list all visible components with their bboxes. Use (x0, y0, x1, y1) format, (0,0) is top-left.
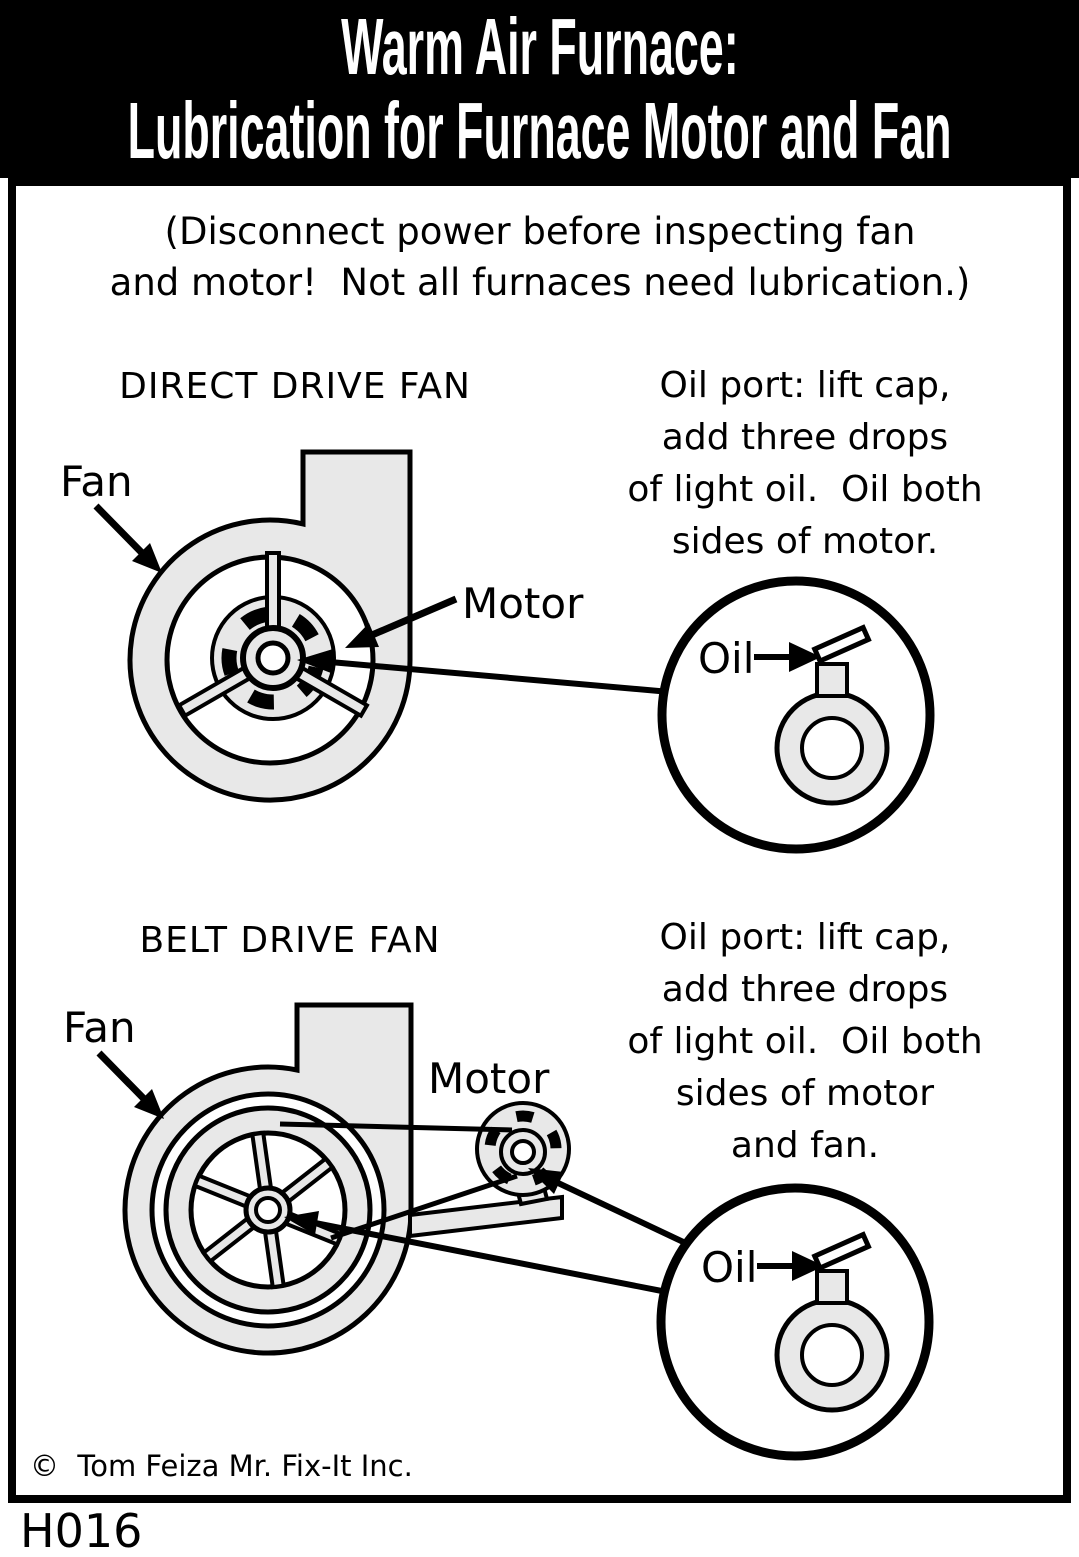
bd-fan-arrow (96, 1050, 164, 1119)
bd-fan-hub-center (254, 1196, 282, 1224)
direct-drive-fan-label: Fan (60, 457, 133, 506)
direct-drive-diagram (93, 449, 935, 854)
belt-drive-fan-label: Fan (63, 1003, 136, 1052)
dd-fan-arrow (93, 503, 162, 573)
belt-drive-heading: BELT DRIVE FAN (139, 920, 441, 961)
direct-drive-oil-label: Oil (698, 634, 755, 683)
header-title-line2: Lubrication for Furnace Motor and Fan (127, 86, 952, 175)
dd-oil-port-bearing (800, 716, 864, 780)
dd-oil-arrow (754, 642, 821, 672)
dd-motor-arrow (345, 595, 458, 648)
belt-drive-motor-label: Motor (428, 1054, 550, 1103)
bd-oil-pointer-motor (528, 1168, 698, 1251)
bd-oil-port-cap (811, 1231, 872, 1272)
copyright-notice: © Tom Feiza Mr. Fix-It Inc. (30, 1449, 413, 1483)
direct-drive-instructions: Oil port: lift cap, add three drops of l… (627, 365, 983, 562)
bd-oil-arrow (757, 1251, 824, 1281)
dd-oil-port-cap (811, 624, 872, 665)
belt-drive-diagram (96, 1002, 934, 1461)
dd-oil-port-stub (815, 662, 849, 698)
belt-drive-oil-label: Oil (701, 1243, 758, 1292)
warning-text: (Disconnect power before inspecting fan … (109, 210, 971, 304)
bd-motor-bracket (408, 1194, 564, 1239)
belt-drive-instructions: Oil port: lift cap, add three drops of l… (627, 917, 983, 1166)
bd-oil-port-bearing (800, 1323, 864, 1387)
dd-motor-vents (221, 606, 325, 710)
header-title-line1: Warm Air Furnace: (340, 2, 739, 91)
dd-oil-pointer-line (297, 649, 671, 695)
direct-drive-motor-label: Motor (462, 579, 584, 628)
direct-drive-heading: DIRECT DRIVE FAN (119, 366, 471, 407)
document-code: H016 (20, 1504, 143, 1557)
header-banner: Warm Air Furnace: Lubrication for Furnac… (0, 0, 1079, 178)
bd-oil-port-stub (815, 1269, 849, 1305)
bd-motor-pulley-center (510, 1139, 536, 1165)
dd-shaft-hub-center (255, 640, 291, 676)
bd-belt (279, 1121, 518, 1241)
bd-oil-pointer-fan (284, 1211, 673, 1296)
